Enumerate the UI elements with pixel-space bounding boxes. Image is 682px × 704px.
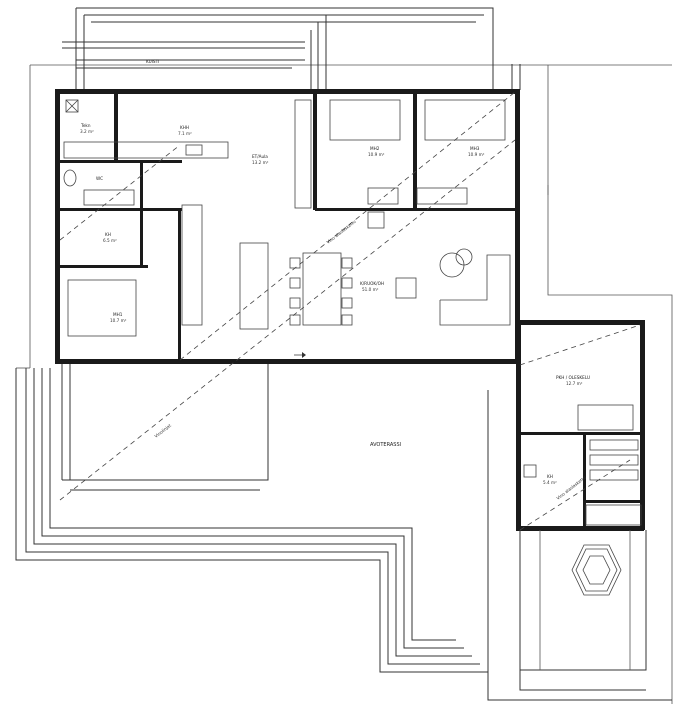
room-labels: KUISTI Tekn 3.2 m² KHH 7.1 m² ET/Aula 13… [80, 59, 590, 485]
annotation-vino-3: Vino alaslaskettu [556, 475, 587, 501]
room-mh2-label: MH2 [370, 146, 380, 151]
room-avoterassi-label: AVOTERASSI [370, 442, 401, 448]
room-mh1-label: MH1 [113, 312, 123, 317]
diagonal-lines [59, 91, 641, 531]
room-kh-label: KH [105, 232, 111, 237]
room-mh2-area: 10.9 m² [368, 152, 385, 157]
room-kruokoh-label: K/RUOK/OH [360, 281, 384, 286]
room-wc-label: WC [96, 176, 103, 181]
room-kh2-area: 5.4 m² [543, 480, 557, 485]
gazebo [571, 544, 622, 596]
room-pkh-area: 12.7 m² [566, 381, 583, 386]
room-khh-label: KHH [180, 125, 189, 130]
room-kh-area: 6.5 m² [103, 238, 117, 243]
room-kuisti-label: KUISTI [146, 59, 159, 64]
room-mh3-area: 10.9 m² [468, 152, 485, 157]
room-tekn-label: Tekn [80, 123, 91, 128]
room-kh2-label: KH [547, 474, 553, 479]
terrace-outline [15, 185, 672, 701]
room-mh1-area: 10.7 m² [110, 318, 127, 323]
room-et-aula-area: 13.2 m² [252, 160, 269, 165]
room-khh-area: 7.1 m² [178, 131, 192, 136]
annex-walls [516, 320, 645, 531]
annotation-vino-2: Vinolinjat [154, 423, 173, 439]
entry-arrow-icon [294, 352, 306, 358]
room-tekn-area: 3.2 m² [80, 129, 94, 134]
room-pkh-label: PKH / OLESKELU [556, 375, 590, 380]
entrance-canopy [62, 7, 521, 90]
room-mh3-label: MH3 [470, 146, 480, 151]
furniture [63, 99, 642, 526]
room-kruokoh-area: 51.0 m² [362, 287, 379, 292]
room-et-aula-label: ET/Aula [252, 154, 268, 159]
annotation-vino-1: Vino alaslaskettu [326, 219, 357, 245]
main-walls [55, 89, 520, 364]
roof-outline [16, 64, 673, 704]
